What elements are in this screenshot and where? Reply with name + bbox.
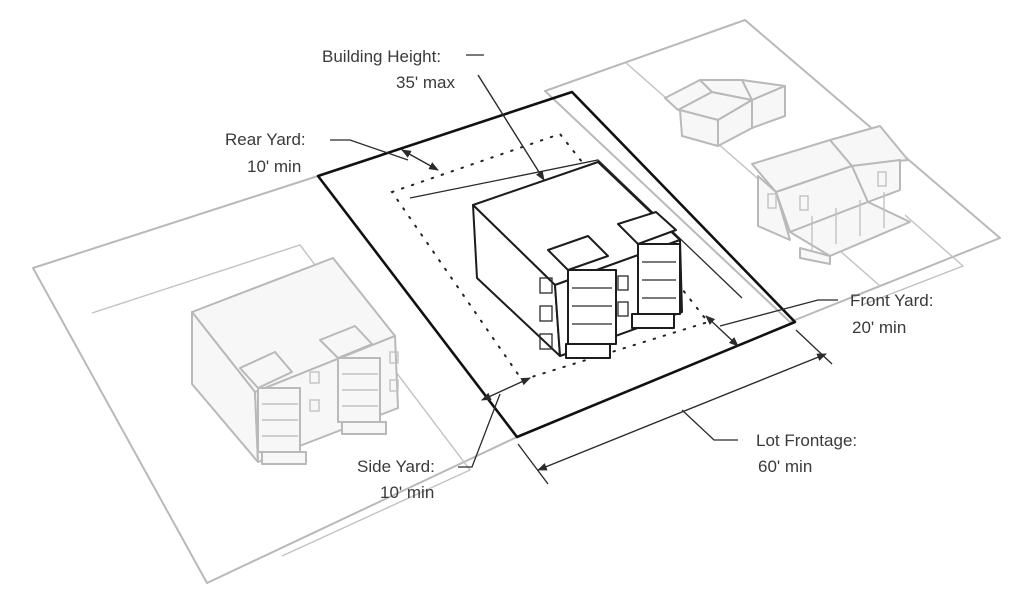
neighbor-house <box>751 125 911 265</box>
front-yard-leader <box>719 299 838 327</box>
dimension-annotations <box>330 54 838 485</box>
side-yard-arrow <box>481 377 531 401</box>
rear-yard-arrow <box>401 149 439 171</box>
subject-lot <box>316 90 797 439</box>
right-neighbor-lot <box>544 19 1001 323</box>
side-yard-value: 10' min <box>380 483 434 502</box>
front-yard-label: Front Yard: <box>850 291 933 310</box>
lot-frontage-value: 60' min <box>758 457 812 476</box>
balcony-stack-front-2 <box>617 211 681 329</box>
lot-frontage-leader <box>681 409 738 441</box>
building-height-value: 35' max <box>396 73 455 92</box>
neighbor-duplex <box>664 79 786 147</box>
inner-building-envelope <box>409 159 743 299</box>
lot-frontage-arrow <box>537 353 827 471</box>
front-yard-value: 20' min <box>852 318 906 337</box>
lot-frontage-label: Lot Frontage: <box>756 431 857 450</box>
neighbor-apartment-left <box>191 257 399 465</box>
rear-yard-label: Rear Yard: <box>225 130 306 149</box>
right-neighbor-setback <box>861 214 965 306</box>
lot-boundary <box>316 90 797 439</box>
frontage-extension-left <box>517 443 549 485</box>
rear-yard-value: 10' min <box>247 157 301 176</box>
rear-yard-leader <box>330 139 409 161</box>
balcony-stack-2 <box>319 325 387 435</box>
building-height-label: Building Height: <box>322 47 441 66</box>
labels: Building Height: 35' max Rear Yard: 10' … <box>225 47 933 502</box>
side-windows <box>539 277 553 350</box>
front-windows <box>617 275 629 317</box>
building-height-arrow <box>477 74 545 181</box>
front-yard-arrow <box>705 315 739 347</box>
balcony-stack-1 <box>239 351 307 465</box>
side-yard-label: Side Yard: <box>357 457 435 476</box>
subject-building <box>472 161 683 359</box>
balcony-stack-front-1 <box>547 235 617 359</box>
side-yard-leader <box>458 393 501 468</box>
